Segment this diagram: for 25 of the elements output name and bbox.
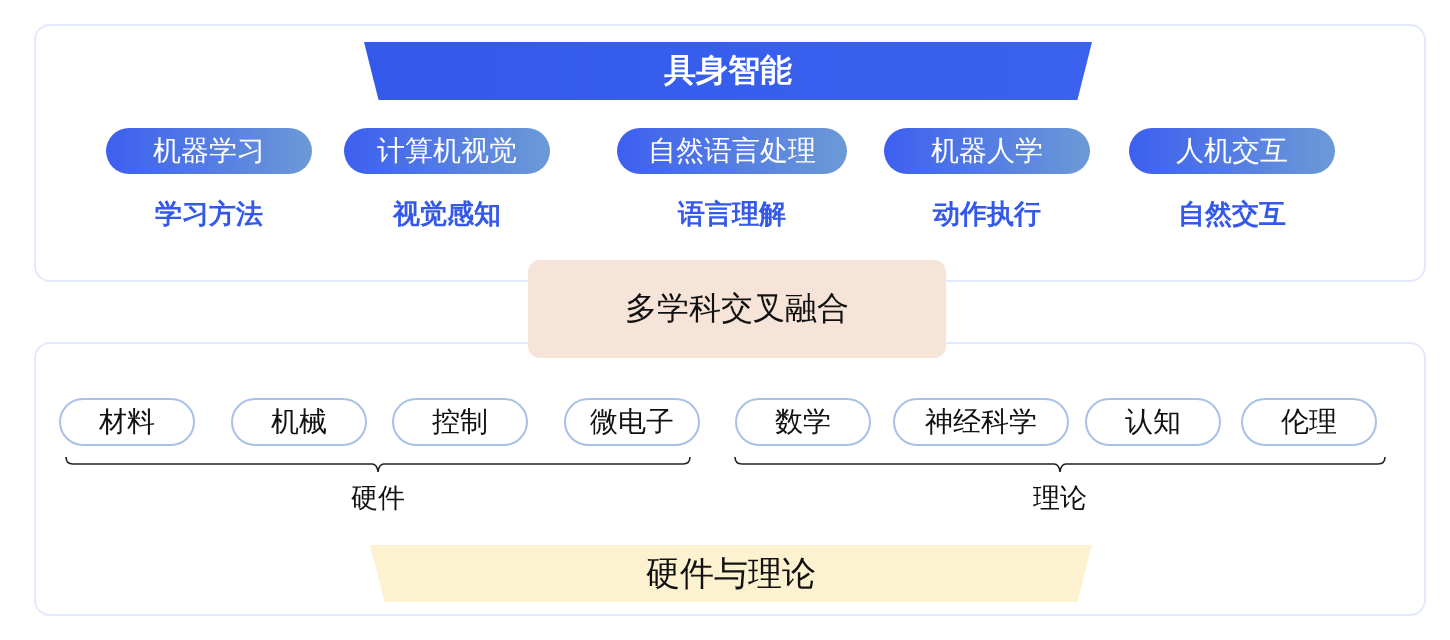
title-banner: 硬件与理论 [370, 545, 1092, 602]
discipline-pill: 材料 [59, 398, 195, 446]
topic-pill: 机器人学 [884, 128, 1090, 174]
panel-background [34, 24, 1426, 282]
discipline-pill: 神经科学 [893, 398, 1069, 446]
discipline-pill: 认知 [1085, 398, 1221, 446]
subtitle-text: 自然交互 [1178, 197, 1286, 231]
subtitle-text: 动作执行 [933, 197, 1041, 231]
subtitle-text: 视觉感知 [393, 197, 501, 231]
topic-pill: 计算机视觉 [344, 128, 550, 174]
subtitle-text: 语言理解 [678, 197, 786, 231]
discipline-pill: 控制 [392, 398, 528, 446]
topic-pill: 人机交互 [1129, 128, 1335, 174]
bracket-label: 理论 [1033, 481, 1087, 515]
subtitle-text: 学习方法 [155, 197, 263, 231]
discipline-pill: 机械 [231, 398, 367, 446]
discipline-pill: 数学 [735, 398, 871, 446]
topic-box: 多学科交叉融合 [528, 260, 946, 358]
topic-pill: 机器学习 [106, 128, 312, 174]
panel-background [34, 342, 1426, 616]
title-banner: 具身智能 [364, 42, 1092, 100]
bracket-label: 硬件 [351, 481, 405, 515]
discipline-pill: 伦理 [1241, 398, 1377, 446]
topic-pill: 自然语言处理 [617, 128, 847, 174]
discipline-pill: 微电子 [564, 398, 700, 446]
